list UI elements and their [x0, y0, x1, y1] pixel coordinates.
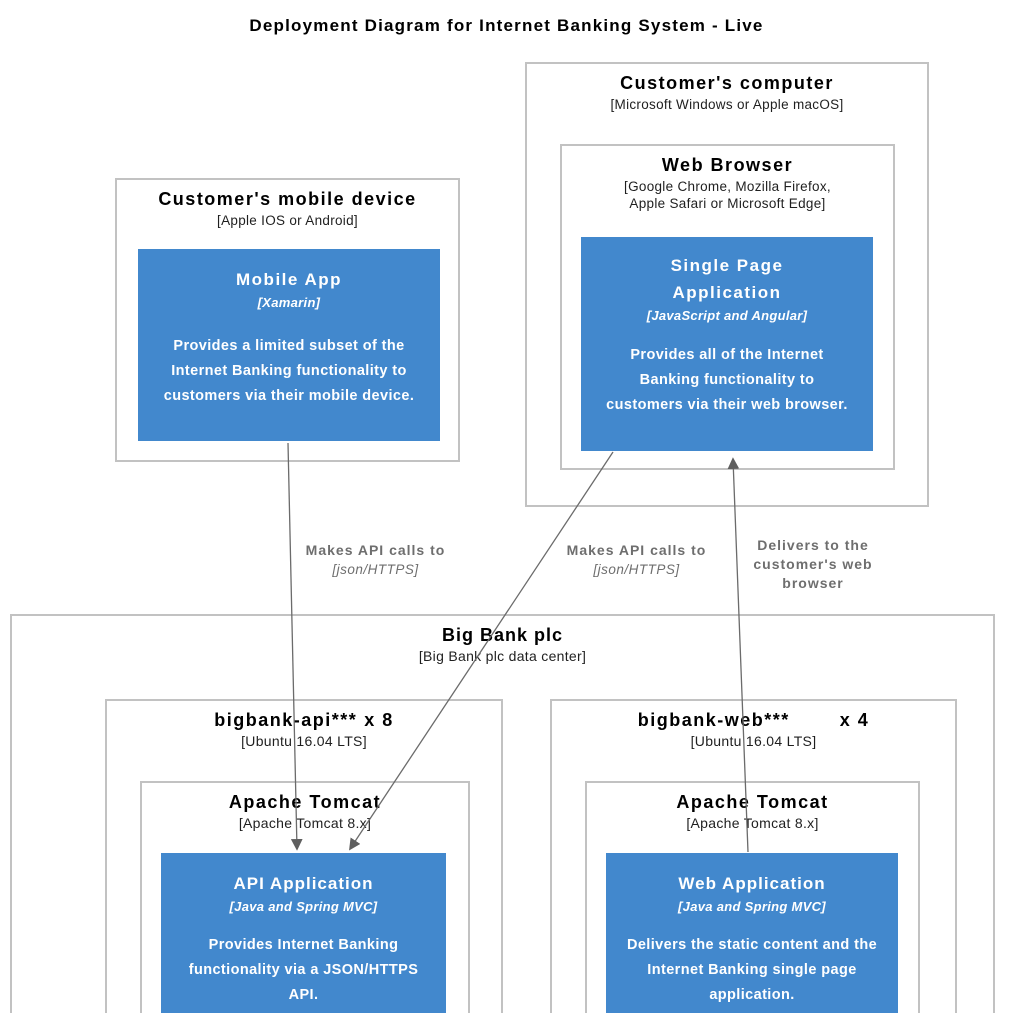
relationship-technology: [json/HTTPS] [332, 562, 419, 577]
node-title: Apache Tomcat [676, 792, 829, 812]
relationship-text: Makes API calls to [566, 542, 707, 558]
diagram-title: Deployment Diagram for Internet Banking … [249, 16, 764, 35]
relationship-technology: [json/HTTPS] [593, 562, 680, 577]
relationship-text: Delivers to the customer's web browser [753, 537, 873, 591]
node-name: bigbank-api*** [214, 710, 358, 730]
node-subtitle: [Ubuntu 16.04 LTS] [690, 733, 817, 749]
container-mobile-app: Mobile App [Xamarin] Provides a limited … [138, 249, 440, 441]
node-subtitle: [Apache Tomcat 8.x] [686, 815, 819, 831]
relationship-label-web-to-spa: Delivers to the customer's web browser [738, 536, 888, 593]
node-subtitle: [Apple IOS or Android] [217, 213, 358, 228]
container-description: Provides all of the Internet Banking fun… [606, 347, 848, 413]
instance-count: x 8 [364, 710, 394, 730]
relationship-label-mobile-to-api: Makes API calls to [json/HTTPS] [288, 541, 463, 580]
node-title: Customer's mobile device [158, 189, 417, 209]
container-technology: [JavaScript and Angular] [646, 308, 808, 323]
relationship-label-spa-to-api: Makes API calls to [json/HTTPS] [549, 541, 724, 580]
container-technology: [Java and Spring MVC] [229, 899, 378, 914]
node-subtitle: [Google Chrome, Mozilla Firefox, Apple S… [624, 179, 831, 211]
node-title: Customer's computer [620, 73, 834, 93]
node-subtitle: [Microsoft Windows or Apple macOS] [610, 97, 844, 112]
container-description: Provides Internet Banking functionality … [188, 937, 419, 1003]
node-title: Apache Tomcat [228, 792, 382, 812]
container-title: Web Application [678, 874, 826, 893]
instance-count: x 4 [839, 710, 870, 730]
container-technology: [Xamarin] [257, 295, 321, 310]
node-subtitle: [Ubuntu 16.04 LTS] [241, 733, 367, 749]
container-title: Mobile App [236, 270, 342, 289]
container-technology: [Java and Spring MVC] [678, 899, 826, 914]
node-title: Web Browser [661, 155, 794, 175]
container-title: API Application [233, 874, 374, 893]
relationship-text: Makes API calls to [305, 542, 446, 558]
node-subtitle: [Apache Tomcat 8.x] [238, 815, 372, 831]
node-subtitle: [Big Bank plc data center] [418, 648, 587, 664]
container-api-application: API Application [Java and Spring MVC] Pr… [161, 853, 446, 1013]
container-description: Delivers the static content and the Inte… [626, 937, 878, 1003]
container-description: Provides a limited subset of the Interne… [163, 338, 415, 404]
container-web-application: Web Application [Java and Spring MVC] De… [606, 853, 898, 1013]
container-title: Single Page Application [670, 256, 784, 302]
node-name: bigbank-web*** [637, 710, 790, 730]
node-title: bigbank-api*** x 8 [107, 709, 501, 731]
container-single-page-application: Single Page Application [JavaScript and … [581, 237, 873, 451]
node-title: Big Bank plc [441, 625, 564, 645]
node-title: bigbank-web*** x 4 [552, 709, 955, 731]
